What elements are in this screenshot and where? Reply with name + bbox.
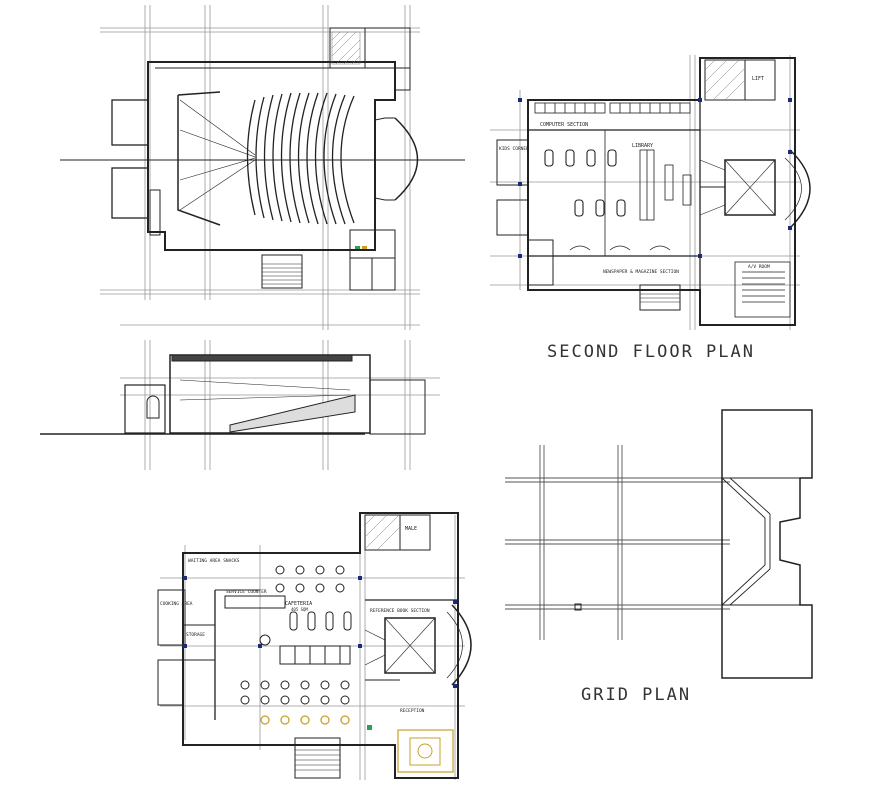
label-service-counter: SERVICE COUNTER (226, 589, 267, 595)
auditorium-left-room-2 (111, 167, 149, 219)
auditorium-outer-wall (147, 61, 396, 251)
label-waiting-area: WAITING AREA SNACKS (188, 558, 240, 564)
auditorium-stair-tower (329, 27, 411, 69)
reference-void (384, 617, 436, 674)
label-reception: RECEPTION (400, 708, 425, 714)
label-cooking-area: COOKING AREA (160, 601, 193, 607)
label-lift: LIFT (752, 76, 764, 82)
auditorium-plan (60, 5, 465, 330)
label-computer-section: COMPUTER SECTION (540, 122, 588, 128)
label-newspaper-section: NEWSPAPER & MAGAZINE SECTION (603, 269, 679, 275)
cafeteria-stair (294, 737, 341, 779)
service-counter (224, 595, 286, 609)
second-floor-plan: COMPUTER SECTION LIBRARY KIDS CORNER NEW… (490, 55, 811, 330)
auditorium-seating (246, 92, 355, 225)
cafeteria-tables (240, 565, 352, 705)
cafeteria-outline (182, 512, 459, 779)
second-floor-columns (518, 98, 792, 258)
label-cafeteria-capacity: 405 SQM (291, 607, 308, 612)
label-cafeteria: CAFETERIA (285, 601, 312, 607)
grid-plan-lines (505, 445, 730, 640)
auditorium-left-room-1 (111, 99, 149, 146)
label-library: LIBRARY (632, 143, 653, 149)
auditorium-hatch (331, 31, 361, 65)
auditorium-stair (261, 254, 303, 289)
label-av-room: A/V ROOM (748, 264, 770, 270)
cafeteria-gold-tables (260, 715, 350, 725)
reading-tables (544, 149, 626, 217)
section-raked-floor (229, 394, 356, 433)
cafeteria-columns (183, 576, 457, 688)
auditorium-grid-lines (100, 5, 420, 330)
computer-desks (534, 102, 691, 114)
av-room-seating (734, 261, 791, 318)
reception-area (397, 729, 454, 773)
cafeteria-floor-plan: CAFETERIA 405 SQM SERVICE COUNTER COOKIN… (157, 512, 472, 780)
reference-curve (451, 604, 472, 686)
second-floor-stair (639, 284, 681, 311)
label-reference-section: REFERENCE BOOK SECTION (370, 608, 430, 614)
auditorium-section (40, 340, 440, 470)
grid-plan-title: GRID PLAN (581, 685, 692, 705)
auditorium-lobby-curve (394, 117, 419, 201)
second-floor-curve (789, 149, 811, 229)
grid-plan (505, 409, 813, 679)
library-shelves (639, 149, 692, 221)
label-kids-corner: KIDS CORNER (499, 146, 529, 152)
label-male-toilet: MALE (405, 526, 417, 532)
grid-plan-wing (721, 409, 813, 679)
label-storage: STORAGE (186, 632, 205, 638)
stage-fan-lines (179, 99, 256, 211)
second-floor-plan-title: SECOND FLOOR PLAN (547, 342, 755, 362)
second-floor-outline (527, 57, 796, 326)
